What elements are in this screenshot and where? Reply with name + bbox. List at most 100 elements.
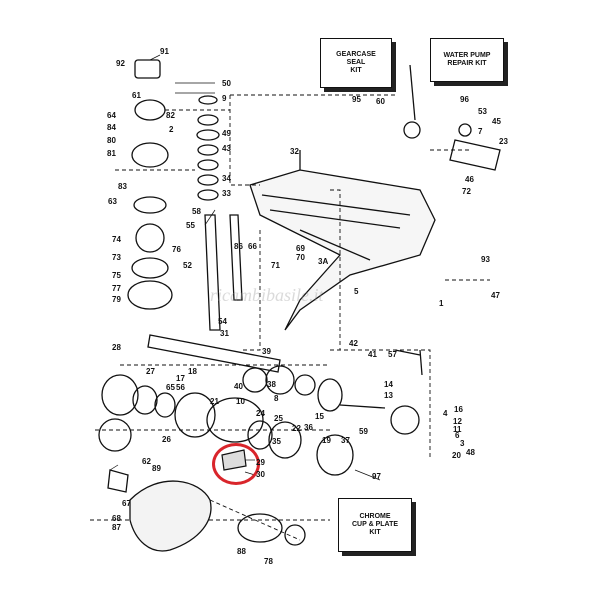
kit-line: KIT	[369, 529, 381, 537]
part-number-label: 26	[162, 435, 171, 444]
part-number-label: 3A	[318, 257, 329, 266]
part-number-label: 58	[192, 207, 201, 216]
part-number-label: 20	[452, 451, 461, 460]
part-number-label: 10	[236, 397, 245, 406]
part-number-label: 87	[112, 523, 121, 532]
part-number-label: 2	[169, 125, 174, 134]
kit-line: REPAIR KIT	[447, 60, 487, 67]
part-number-label: 59	[359, 427, 368, 436]
part-number-label: 23	[499, 137, 508, 146]
part-number-label: 82	[166, 111, 175, 120]
part-number-label: 88	[237, 547, 246, 556]
watermark: ricambibasile.it	[210, 285, 324, 305]
part-number-label: 49	[222, 129, 231, 138]
part-number-label: 67	[122, 499, 131, 508]
part-number-label: 38	[267, 380, 276, 389]
part-number-label: 3	[460, 439, 465, 448]
part-number-label: 5	[354, 287, 359, 296]
part-number-label: 43	[222, 144, 231, 153]
part-number-label: 62	[142, 457, 151, 466]
part-number-label: 12	[453, 417, 462, 426]
part-number-label: 14	[384, 380, 393, 389]
part-number-label: 33	[222, 189, 231, 198]
kit-line: GEARCASE	[336, 50, 376, 58]
part-number-label: 81	[107, 149, 116, 158]
part-number-label: 80	[107, 136, 116, 145]
part-number-label: 68	[112, 514, 121, 523]
part-number-label: 6	[455, 431, 460, 440]
part-number-label: 73	[112, 253, 121, 262]
kit-line: CUP & PLATE	[351, 520, 399, 528]
part-number-label: 30	[256, 470, 265, 479]
part-number-label: 39	[262, 347, 271, 356]
part-number-label: 24	[256, 409, 265, 418]
kit-line: CHROME	[359, 512, 391, 520]
part-number-label: 66	[248, 242, 257, 251]
part-number-label: 19	[322, 436, 331, 445]
part-number-label: 86	[234, 242, 243, 251]
part-number-label: 41	[368, 350, 377, 359]
part-number-label: 37	[341, 436, 350, 445]
part-number-label: 56	[176, 383, 185, 392]
kit-ref-label: 97	[372, 472, 381, 481]
part-number-label: 77	[112, 284, 121, 293]
part-number-label: 25	[274, 414, 283, 423]
part-number-label: 61	[132, 91, 141, 100]
part-number-label: 57	[388, 350, 397, 359]
kit-ref-label: 95	[352, 95, 361, 104]
part-number-label: 60	[376, 97, 385, 106]
part-number-label: 29	[256, 458, 265, 467]
part-number-label: 64	[107, 111, 116, 120]
part-number-label: 46	[465, 175, 474, 184]
highlight-circle	[212, 443, 260, 485]
part-number-label: 79	[112, 295, 121, 304]
part-number-label: 78	[264, 557, 273, 566]
water-pump-kit-box: WATER PUMP REPAIR KIT	[430, 38, 504, 82]
part-number-label: 63	[108, 197, 117, 206]
chrome-cup-kit-box: CHROME CUP & PLATE KIT	[338, 498, 412, 552]
kit-line: KIT	[350, 67, 362, 75]
part-number-label: 93	[481, 255, 490, 264]
part-number-label: 11	[453, 425, 462, 434]
part-number-label: 28	[112, 343, 121, 352]
part-number-label: 4	[443, 409, 448, 418]
part-number-label: 91	[160, 47, 169, 56]
part-number-label: 32	[290, 147, 299, 156]
part-number-label: 1	[439, 299, 444, 308]
part-number-label: 36	[304, 423, 313, 432]
part-number-label: 55	[186, 221, 195, 230]
part-number-label: 83	[118, 182, 127, 191]
kit-ref-label: 96	[460, 95, 469, 104]
part-number-label: 15	[315, 412, 324, 421]
part-number-label: 71	[271, 261, 280, 270]
part-number-label: 17	[176, 374, 185, 383]
part-number-label: 40	[234, 382, 243, 391]
part-number-label: 92	[116, 59, 125, 68]
part-number-label: 31	[220, 329, 229, 338]
part-number-label: 45	[492, 117, 501, 126]
part-number-label: 8	[274, 394, 279, 403]
kit-line: SEAL	[346, 58, 366, 66]
part-number-label: 18	[188, 367, 197, 376]
part-number-label: 22	[292, 424, 301, 433]
part-number-label: 75	[112, 271, 121, 280]
gearcase-seal-kit-box: GEARCASE SEAL KIT	[320, 38, 392, 88]
part-number-label: 52	[183, 261, 192, 270]
part-number-label: 9	[222, 94, 227, 103]
part-number-label: 34	[222, 174, 231, 183]
part-number-label: 42	[349, 339, 358, 348]
part-number-label: 27	[146, 367, 155, 376]
part-number-label: 47	[491, 291, 500, 300]
part-number-label: 7	[478, 127, 483, 136]
part-number-label: 76	[172, 245, 181, 254]
part-number-label: 72	[462, 187, 471, 196]
part-number-label: 13	[384, 391, 393, 400]
part-number-label: 84	[107, 123, 116, 132]
part-number-label: 35	[272, 437, 281, 446]
part-number-label: 21	[210, 397, 219, 406]
part-number-label: 74	[112, 235, 121, 244]
part-number-label: 65	[166, 383, 175, 392]
